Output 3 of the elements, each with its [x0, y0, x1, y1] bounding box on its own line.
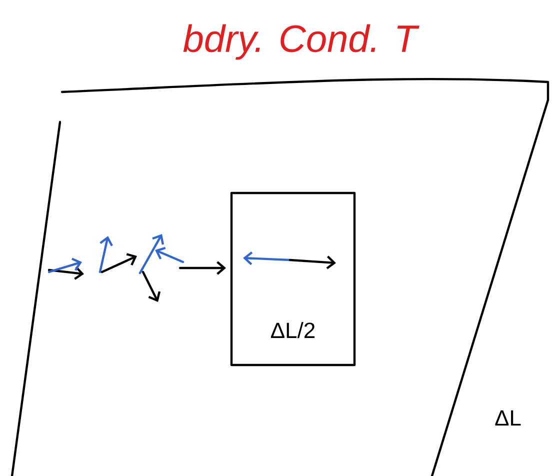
dimension-label: ΔL	[495, 410, 521, 426]
box: ΔL/2	[230, 192, 356, 366]
title: bdry. Cond. T	[183, 24, 420, 60]
